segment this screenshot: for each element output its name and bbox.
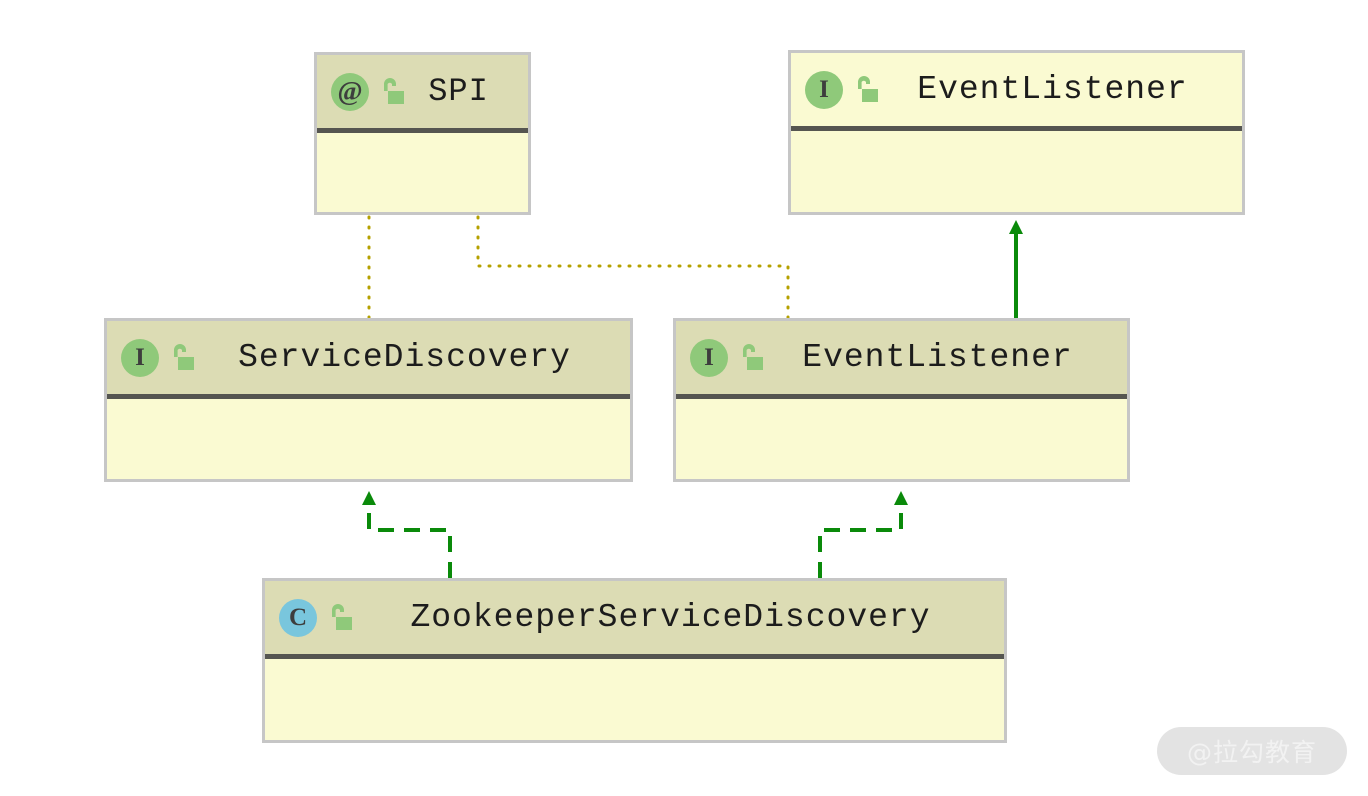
connector-zookeeper-to-eventlistener-mid — [818, 491, 908, 578]
uml-body-spi — [317, 133, 528, 201]
uml-body-eventlistener-top — [791, 131, 1242, 199]
uml-title-eventlistener-top: EventListener — [917, 71, 1188, 108]
uml-box-servicediscovery[interactable]: I ServiceDiscovery — [104, 318, 633, 482]
unlocked-padlock-icon — [174, 343, 194, 370]
unlocked-padlock-icon — [332, 603, 352, 630]
interface-badge-icon: I — [121, 338, 159, 377]
uml-title-servicediscovery: ServiceDiscovery — [238, 339, 571, 376]
uml-body-servicediscovery — [107, 399, 630, 467]
uml-body-zookeeperservicediscovery — [265, 659, 1004, 727]
watermark: @拉勾教育 — [1157, 727, 1347, 775]
uml-header-eventlistener-top: I EventListener — [791, 53, 1242, 131]
uml-box-zookeeperservicediscovery[interactable]: C ZookeeperServiceDiscovery — [262, 578, 1007, 743]
uml-box-eventlistener-mid[interactable]: I EventListener — [673, 318, 1130, 482]
uml-header-zookeeperservicediscovery: C ZookeeperServiceDiscovery — [265, 581, 1004, 659]
uml-title-zookeeperservicediscovery: ZookeeperServiceDiscovery — [410, 599, 931, 636]
interface-badge-icon: I — [690, 338, 728, 377]
class-badge-icon: C — [279, 598, 317, 637]
connector-zookeeper-to-servicediscovery — [362, 491, 452, 578]
uml-body-eventlistener-mid — [676, 399, 1127, 467]
annotation-badge-icon: @ — [331, 72, 369, 111]
unlocked-padlock-icon — [743, 343, 763, 370]
uml-header-spi: @ SPI — [317, 55, 528, 133]
uml-title-spi: SPI — [428, 73, 489, 110]
unlocked-padlock-icon — [858, 75, 878, 102]
unlocked-padlock-icon — [384, 77, 404, 104]
uml-title-eventlistener-mid: EventListener — [802, 339, 1073, 376]
uml-box-spi[interactable]: @ SPI — [314, 52, 531, 215]
uml-header-servicediscovery: I ServiceDiscovery — [107, 321, 630, 399]
uml-header-eventlistener-mid: I EventListener — [676, 321, 1127, 399]
uml-box-eventlistener-top[interactable]: I EventListener — [788, 50, 1245, 215]
connector-spi-to-eventlistener-mid — [476, 215, 790, 320]
interface-badge-icon: I — [805, 70, 843, 109]
